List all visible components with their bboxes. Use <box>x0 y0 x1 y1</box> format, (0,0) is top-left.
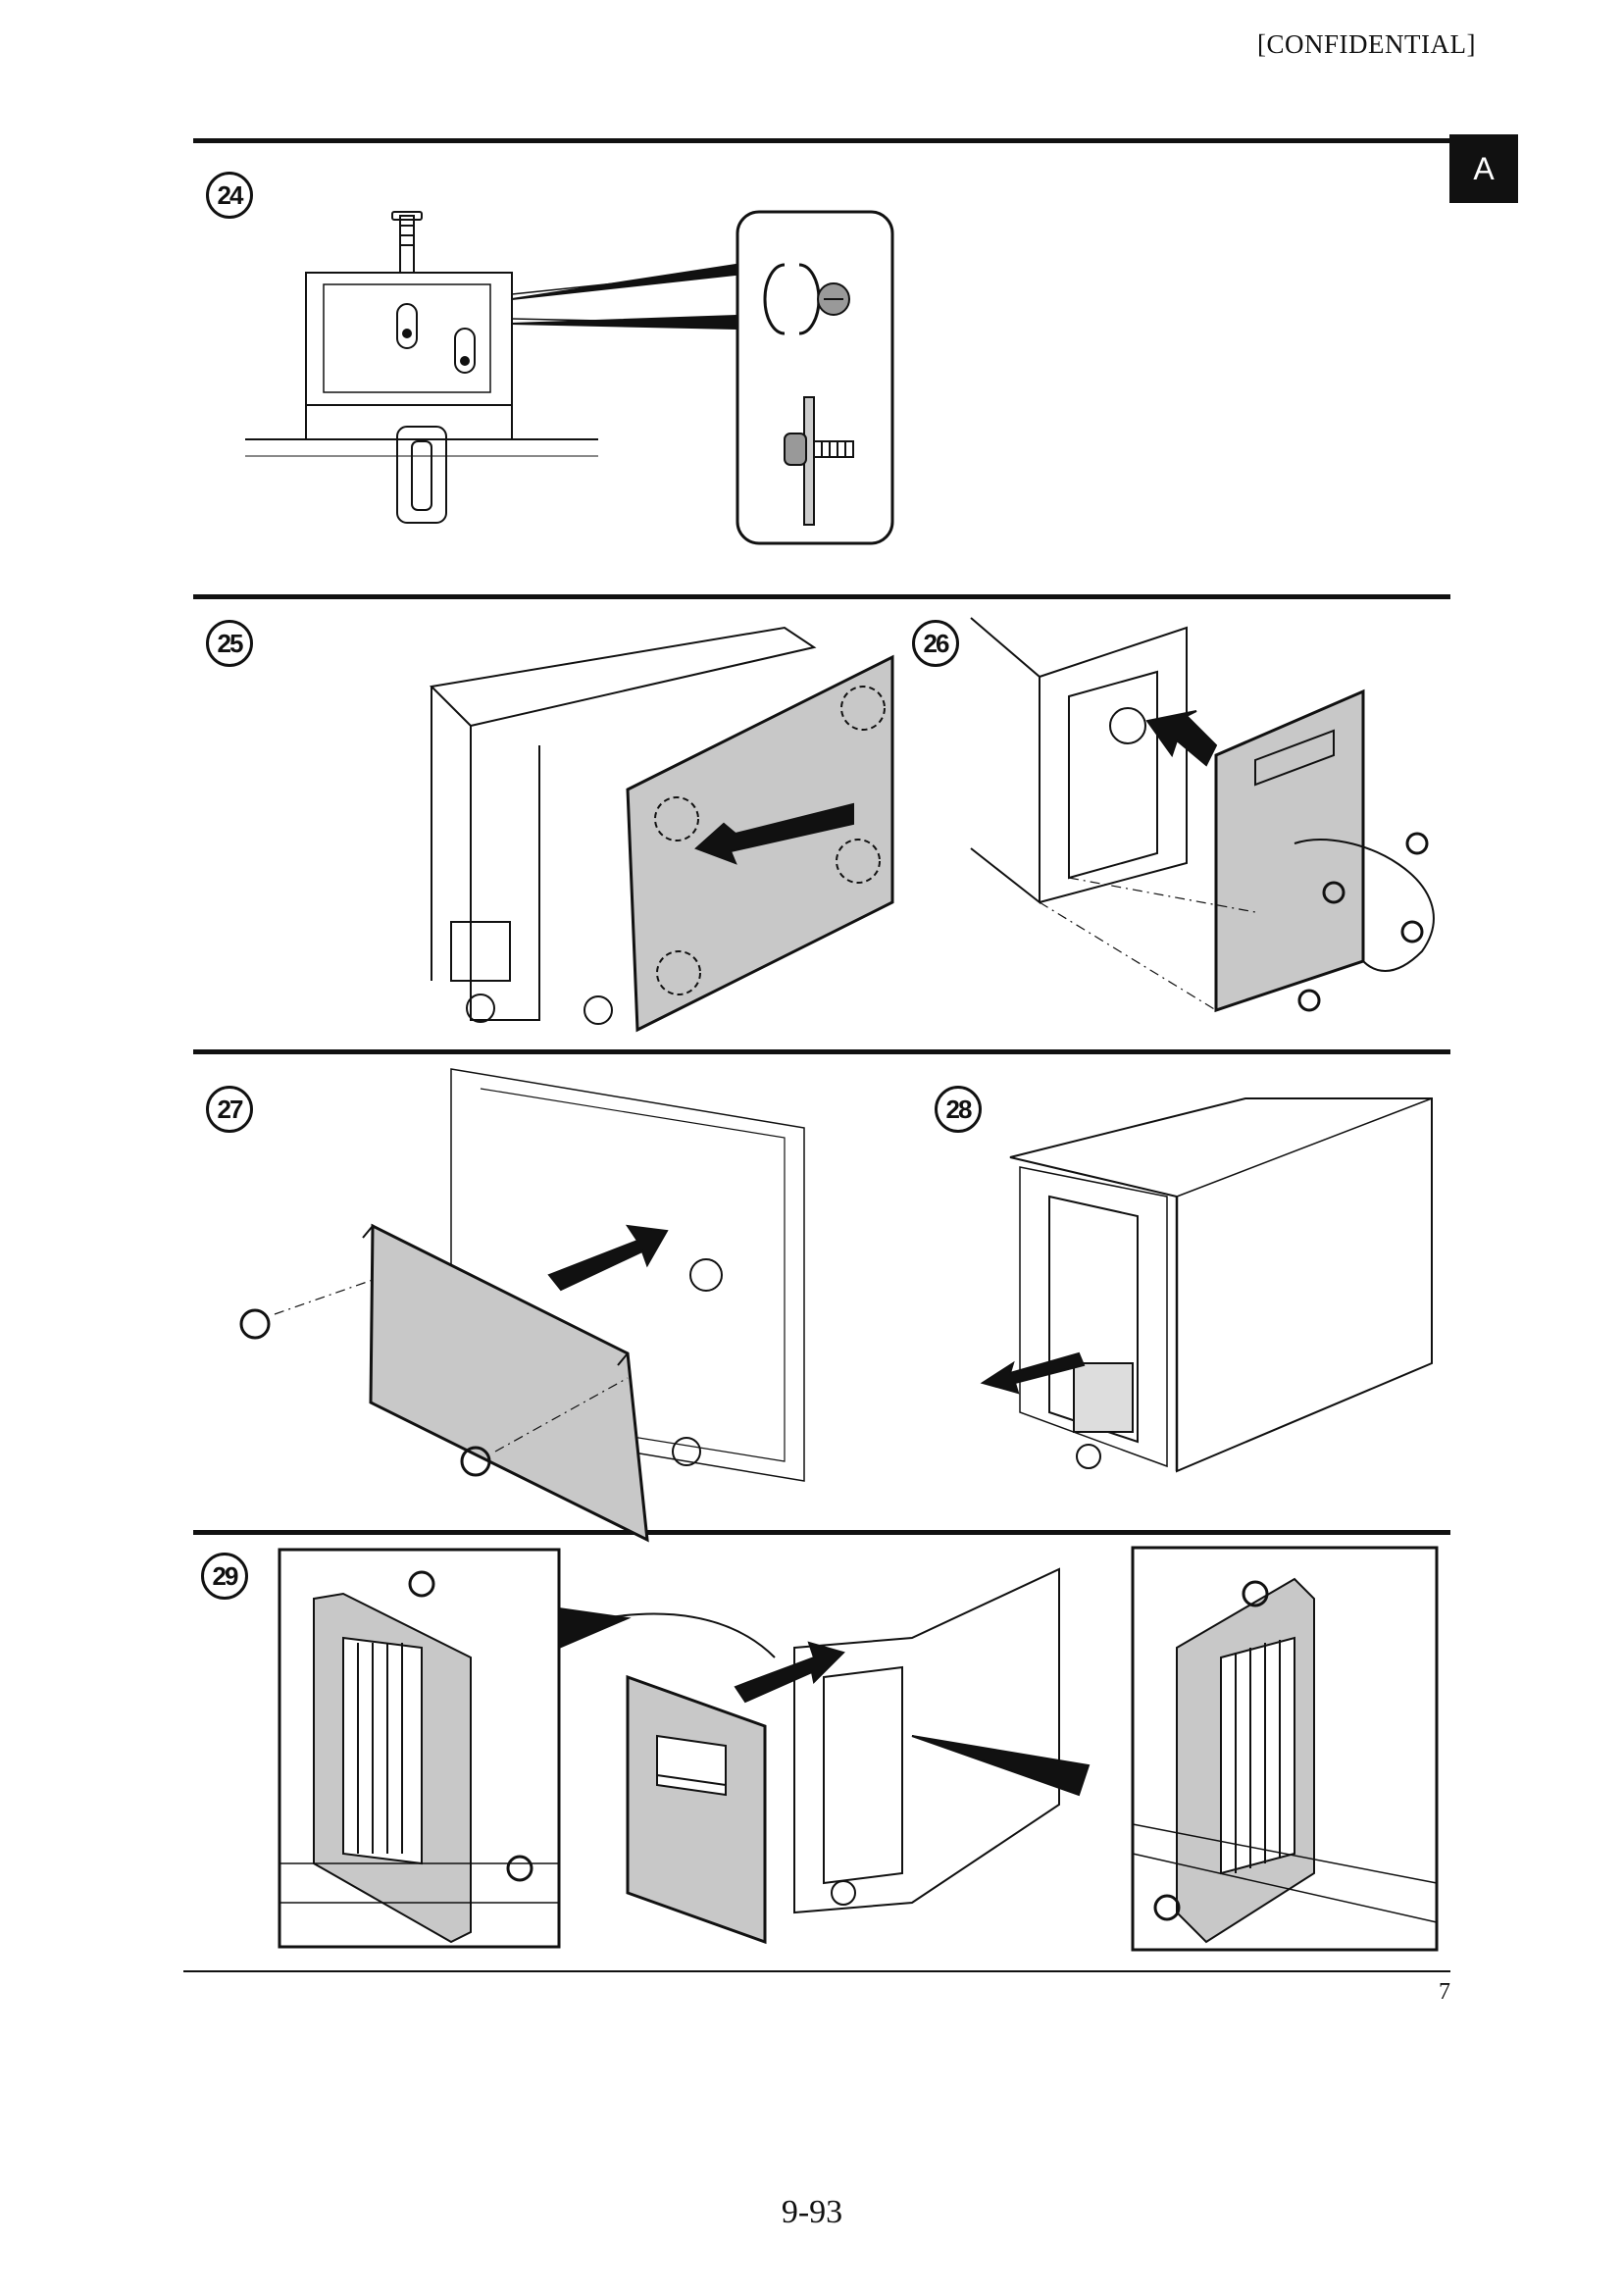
section-rule-top <box>193 138 1450 143</box>
footer-rule <box>183 1970 1450 1972</box>
step-29-illustration <box>278 1546 1439 1952</box>
section-rule-25 <box>193 594 1450 599</box>
step-26-illustration <box>970 617 1435 1013</box>
step-24-illustration <box>245 210 894 545</box>
step-24-marker: 24 <box>206 172 253 219</box>
section-rule-27 <box>193 1049 1450 1054</box>
step-26-marker: 26 <box>912 620 959 667</box>
step-25-marker: 25 <box>206 620 253 667</box>
step-27-illustration <box>239 1068 805 1543</box>
section-rule-29 <box>193 1530 1450 1535</box>
page-number: 9-93 <box>781 2194 843 2230</box>
step-28-illustration <box>980 1097 1433 1473</box>
section-tab: A <box>1449 134 1518 203</box>
page-code: 7 <box>1439 1979 1450 2005</box>
step-29-marker: 29 <box>201 1553 248 1600</box>
step-28-marker: 28 <box>935 1086 982 1133</box>
confidential-label: [CONFIDENTIAL] <box>1257 29 1476 59</box>
step-27-marker: 27 <box>206 1086 253 1133</box>
step-25-illustration <box>429 626 894 1033</box>
